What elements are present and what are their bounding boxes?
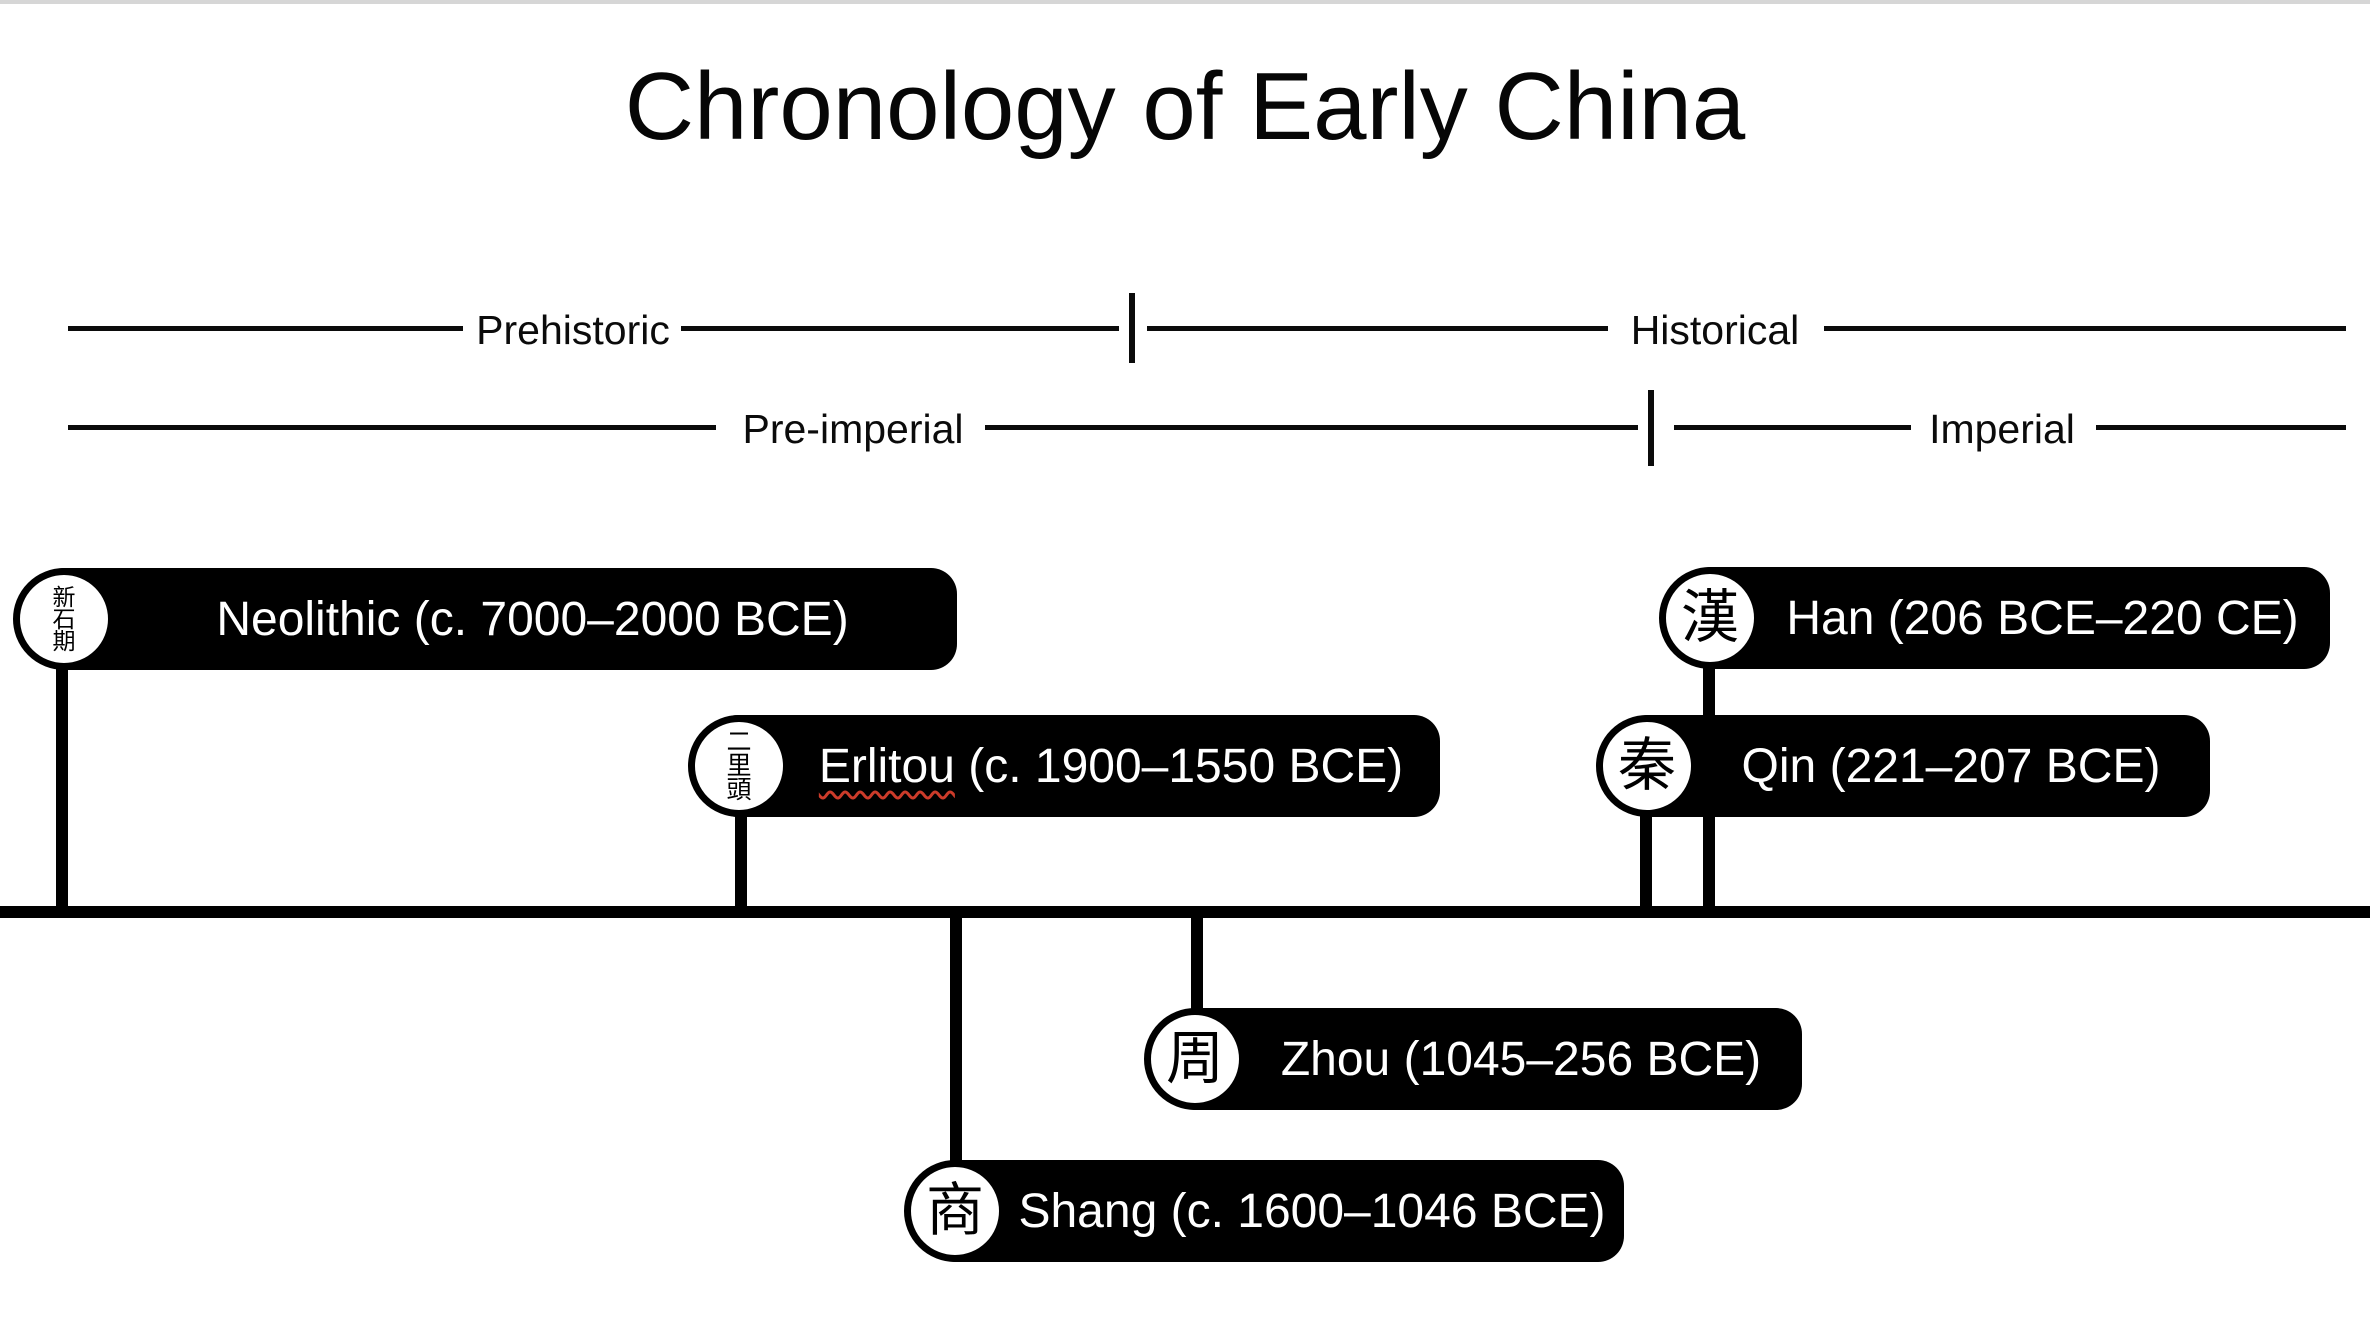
bracket-line	[1824, 326, 2346, 331]
chinese-glyph-neolithic: 新石期	[52, 584, 76, 654]
period-bar-zhou: Zhou (1045–256 BCE)	[1170, 1008, 1802, 1110]
period-bar-erlitou: Erlitou (c. 1900–1550 BCE)	[712, 715, 1440, 817]
misspelled-word: Erlitou	[818, 739, 955, 793]
bracket-line	[2096, 425, 2346, 430]
connector-zhou	[1191, 912, 1203, 1014]
bracket-line	[1674, 425, 1911, 430]
period-label-qin: Qin (221–207 BCE)	[1741, 739, 2161, 793]
glyph-medallion-zhou: 周	[1144, 1008, 1246, 1110]
connector-erlitou	[735, 808, 747, 912]
bracket-label-imperial: Imperial	[1929, 406, 2075, 452]
period-label-zhou: Zhou (1045–256 BCE)	[1280, 1032, 1762, 1086]
period-bar-qin: Qin (221–207 BCE)	[1622, 715, 2210, 817]
bracket-label-pre-imperial: Pre-imperial	[742, 406, 964, 452]
connector-shang	[950, 912, 962, 1166]
chinese-glyph-erlitou: 二里頭	[726, 728, 752, 804]
period-label-erlitou-dates: (c. 1900–1550 BCE)	[954, 739, 1404, 793]
bracket-line	[68, 326, 463, 331]
period-bar-neolithic: Neolithic (c. 7000–2000 BCE)	[38, 568, 957, 670]
period-bar-shang: Shang (c. 1600–1046 BCE)	[930, 1160, 1624, 1262]
bracket-label-historical: Historical	[1630, 307, 1800, 353]
bracket-line	[985, 425, 1638, 430]
glyph-medallion-erlitou: 二里頭	[688, 715, 790, 817]
chinese-glyph-zhou: 周	[1165, 1026, 1224, 1091]
bracket-divider-tick	[1129, 293, 1135, 363]
connector-qin	[1640, 808, 1652, 912]
chinese-glyph-shang: 商	[925, 1178, 984, 1243]
glyph-medallion-shang: 商	[904, 1160, 1006, 1262]
chinese-glyph-qin: 秦	[1617, 733, 1676, 798]
glyph-medallion-neolithic: 新石期	[13, 568, 115, 670]
bracket-label-prehistoric: Prehistoric	[476, 307, 670, 353]
period-label-neolithic: Neolithic (c. 7000–2000 BCE)	[216, 592, 849, 646]
bracket-line	[1147, 326, 1608, 331]
chinese-glyph-han: 漢	[1680, 585, 1739, 650]
page-title: Chronology of Early China	[624, 53, 1746, 160]
period-label-erlitou: Erlitou (c. 1900–1550 BCE)	[819, 739, 1403, 794]
period-bar-han: Han (206 BCE–220 CE)	[1685, 567, 2330, 669]
period-label-han: Han (206 BCE–220 CE)	[1786, 591, 2299, 645]
bracket-line	[681, 326, 1119, 331]
glyph-medallion-qin: 秦	[1596, 715, 1698, 817]
bracket-divider-tick	[1648, 390, 1654, 466]
window-edge-strip	[0, 0, 2370, 4]
bracket-line	[68, 425, 716, 430]
period-label-shang: Shang (c. 1600–1046 BCE)	[1018, 1184, 1606, 1238]
timeline-axis	[0, 906, 2370, 918]
connector-neolithic	[56, 660, 68, 912]
glyph-medallion-han: 漢	[1659, 567, 1761, 669]
